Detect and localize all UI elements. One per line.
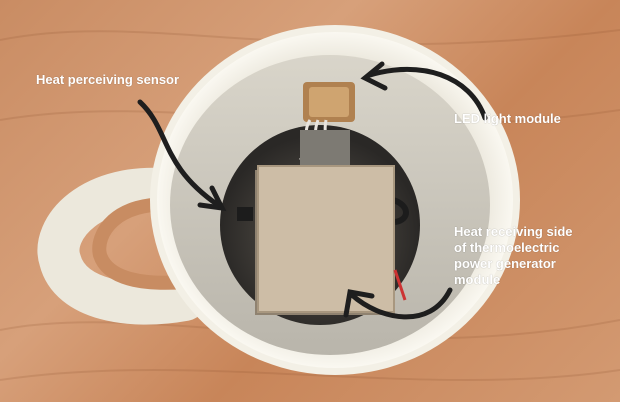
sensor-wire	[391, 197, 409, 225]
thermoelectric-module	[255, 165, 395, 315]
red-wire	[393, 269, 407, 301]
arrow-icon	[137, 61, 488, 320]
label-line: Heat receiving side	[454, 224, 573, 239]
label-heat-sensor: Heat perceiving sensor	[36, 72, 180, 87]
ribbon-cable	[300, 130, 350, 165]
label-line: module	[454, 272, 501, 287]
mug-handle	[37, 167, 206, 325]
label-led-module: LED light module	[454, 111, 561, 126]
label-line: power generator	[454, 256, 556, 271]
label-line: of thermoelectric	[454, 240, 560, 255]
label-thermoelectric-module: Heat receiving side of thermoelectric po…	[454, 224, 614, 288]
heat-sensor	[237, 207, 253, 221]
